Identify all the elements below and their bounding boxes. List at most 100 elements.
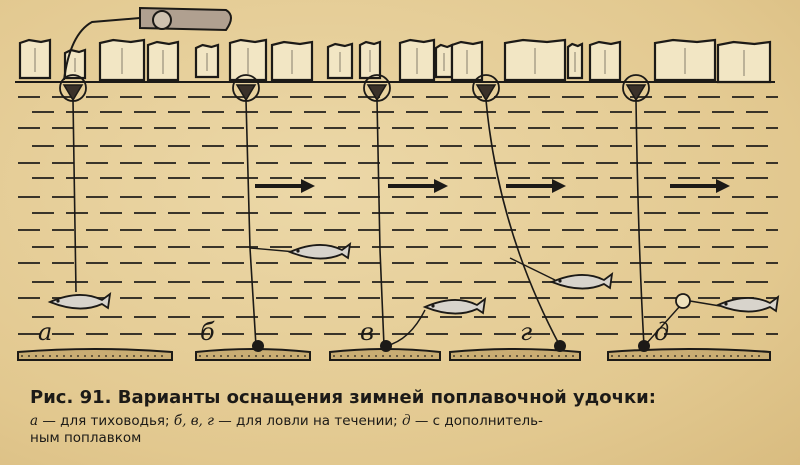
fishing-line	[245, 99, 257, 347]
seabed-grain	[653, 355, 655, 357]
sinker-icon	[380, 340, 392, 352]
seabed-grain	[751, 355, 753, 357]
seabed-grain	[276, 355, 278, 357]
seabed-grain	[304, 355, 306, 357]
seabed-grain	[126, 355, 128, 357]
fish-icon	[549, 271, 614, 290]
caption-letter-d: д	[402, 413, 411, 429]
seabed-grain	[695, 355, 697, 357]
seabed-grain	[396, 355, 398, 357]
seabed-grain	[639, 355, 641, 357]
caption-text-bvg: — для ловли на течении;	[213, 413, 403, 429]
seabed-grain	[730, 355, 732, 357]
seabed-grain	[161, 355, 163, 357]
seabed-grain	[333, 355, 335, 357]
current-arrow-head	[434, 179, 448, 193]
current-arrow-head	[716, 179, 730, 193]
seabed-grain	[523, 355, 525, 357]
leader-line	[385, 309, 426, 347]
panel-label: д	[654, 318, 669, 346]
seabed-grain	[389, 355, 391, 357]
seabed-grain	[431, 355, 433, 357]
seabed-grain	[340, 355, 342, 357]
current-arrow-head	[552, 179, 566, 193]
seabed-grain	[481, 355, 483, 357]
fish-icon	[715, 294, 780, 313]
caption-title-line: Рис. 91. Варианты оснащения зимней попла…	[30, 386, 790, 410]
seabed-grain	[509, 355, 511, 357]
seabed-grain	[660, 355, 662, 357]
caption-text-d: — с дополнитель-	[410, 413, 543, 429]
caption-body: а — для тиховодья; б, в, г — для ловли н…	[30, 413, 790, 447]
seabed-grain	[112, 355, 114, 357]
seabed-grain	[551, 355, 553, 357]
seabed-grain	[70, 355, 72, 357]
seabed-grain	[618, 355, 620, 357]
seabed-grain	[495, 355, 497, 357]
current-arrow-head	[301, 179, 315, 193]
seabed-grain	[572, 355, 574, 357]
fishing-line	[72, 99, 77, 293]
fish-eye	[724, 302, 728, 306]
seabed-grain	[417, 355, 419, 357]
seabed-grain	[410, 355, 412, 357]
seabed-grain	[354, 355, 356, 357]
seabed-grain	[502, 355, 504, 357]
seabed-grain	[488, 355, 490, 357]
seabed-grain	[248, 355, 250, 357]
fishing-line	[635, 99, 645, 347]
rod-icon	[63, 6, 232, 81]
seabed-grain	[453, 355, 455, 357]
seabed-grain	[206, 355, 208, 357]
seabed-grain	[368, 355, 370, 357]
seabed-grain	[625, 355, 627, 357]
seabed-grain	[467, 355, 469, 357]
seabed-grain	[42, 355, 44, 357]
seabed-grain	[105, 355, 107, 357]
panel-label: б	[200, 318, 215, 346]
fishing-line	[376, 99, 385, 347]
ice-layer	[15, 38, 775, 84]
sinker-icon	[554, 340, 566, 352]
leader-line	[645, 305, 681, 345]
seabed-grain	[460, 355, 462, 357]
fish-eye	[558, 279, 562, 283]
seabed-grain	[681, 355, 683, 357]
seabed-grain	[375, 355, 377, 357]
seabed-grain	[723, 355, 725, 357]
extra-float-icon	[675, 293, 691, 309]
float-icon	[235, 84, 257, 102]
seabed-grain	[213, 355, 215, 357]
float-icon	[62, 84, 84, 102]
caption-text-a: — для тиховодья;	[38, 413, 174, 429]
seabed-grain	[674, 355, 676, 357]
seabed-grain	[147, 355, 149, 357]
seabed-grain	[544, 355, 546, 357]
seabed-grain	[744, 355, 746, 357]
seabed-grain	[199, 355, 201, 357]
fish-icon	[422, 296, 487, 315]
seabed-grain	[49, 355, 51, 357]
seabed-grain	[98, 355, 100, 357]
seabed-grain	[255, 355, 257, 357]
seabed-segment	[607, 348, 771, 361]
seabed-grain	[63, 355, 65, 357]
float-icon	[625, 84, 647, 102]
seabed-segment	[195, 348, 311, 361]
seabed	[17, 348, 771, 361]
fish-icon	[287, 241, 352, 260]
seabed-grain	[424, 355, 426, 357]
caption-letter-bvg: б, в, г	[173, 413, 214, 429]
caption-title: Варианты оснащения зимней поплавочной уд…	[117, 387, 656, 408]
panel-label: а	[38, 318, 52, 346]
float-icon	[366, 84, 388, 102]
fish-eye	[431, 304, 435, 308]
seabed-grain	[77, 355, 79, 357]
seabed-grain	[119, 355, 121, 357]
seabed-grain	[382, 355, 384, 357]
seabed-grain	[758, 355, 760, 357]
caption-continuation: ным поплавком	[30, 430, 142, 446]
